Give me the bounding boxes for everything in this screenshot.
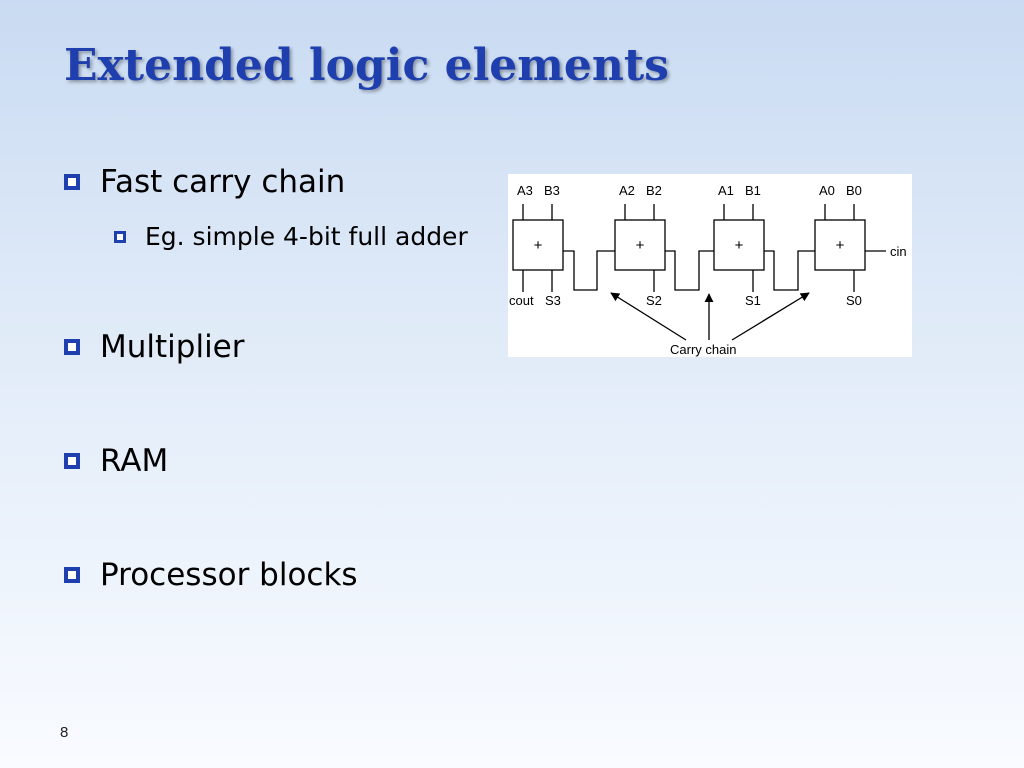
bullet-text: Processor blocks bbox=[100, 557, 358, 593]
adder-block-3 bbox=[512, 219, 564, 271]
bullet-text: Multiplier bbox=[100, 329, 245, 365]
adder1-s-label: S1 bbox=[745, 293, 761, 308]
bullet-square-icon bbox=[64, 453, 80, 469]
sub-bullet-square-icon bbox=[114, 230, 126, 243]
bullet-text: Fast carry chain bbox=[100, 164, 346, 200]
cout-label: cout bbox=[509, 293, 534, 308]
adder2-s-label: S2 bbox=[646, 293, 662, 308]
adder-block-2 bbox=[614, 219, 666, 271]
slide-title: Extended logic elements bbox=[64, 40, 669, 91]
bullet-multiplier: Multiplier bbox=[64, 329, 245, 365]
carry-chain-svg: A3 B3 A2 B2 A1 B1 A0 B0 cout S3 S2 S1 S0… bbox=[509, 183, 907, 357]
adder-block-1 bbox=[713, 219, 765, 271]
cin-label: cin bbox=[890, 244, 907, 259]
carry-chain-diagram: A3 B3 A2 B2 A1 B1 A0 B0 cout S3 S2 S1 S0… bbox=[508, 174, 912, 357]
carry-wire-2-3 bbox=[563, 250, 615, 291]
adder3-a-label: A3 bbox=[517, 183, 533, 198]
adder0-plus-symbol: + bbox=[836, 237, 845, 254]
carry-wire-0-1 bbox=[764, 250, 815, 291]
carry-wire-1-2 bbox=[665, 250, 714, 291]
adder1-plus-symbol: + bbox=[735, 237, 744, 254]
bullet-square-icon bbox=[64, 339, 80, 355]
adder-block-0 bbox=[814, 219, 866, 271]
sub-bullet-text: Eg. simple 4-bit full adder bbox=[145, 222, 468, 251]
adder3-plus-symbol: + bbox=[534, 237, 543, 254]
adder3-b-label: B3 bbox=[544, 183, 560, 198]
bullet-fast-carry-chain: Fast carry chain bbox=[64, 164, 345, 200]
adder1-a-label: A1 bbox=[718, 183, 734, 198]
bullet-processor-blocks: Processor blocks bbox=[64, 557, 358, 593]
sub-bullet-4-bit-adder: Eg. simple 4-bit full adder bbox=[114, 222, 468, 251]
adder0-s-label: S0 bbox=[846, 293, 862, 308]
bullet-square-icon bbox=[64, 174, 80, 190]
bullet-text: RAM bbox=[100, 443, 169, 479]
adder3-s-label: S3 bbox=[545, 293, 561, 308]
bullet-square-icon bbox=[64, 567, 80, 583]
carry-chain-caption: Carry chain bbox=[670, 342, 736, 357]
adder2-a-label: A2 bbox=[619, 183, 635, 198]
adder2-plus-symbol: + bbox=[636, 237, 645, 254]
page-number: 8 bbox=[60, 724, 69, 741]
adder1-b-label: B1 bbox=[745, 183, 761, 198]
bullet-ram: RAM bbox=[64, 443, 168, 479]
adder0-b-label: B0 bbox=[846, 183, 862, 198]
adder0-a-label: A0 bbox=[819, 183, 835, 198]
adder2-b-label: B2 bbox=[646, 183, 662, 198]
